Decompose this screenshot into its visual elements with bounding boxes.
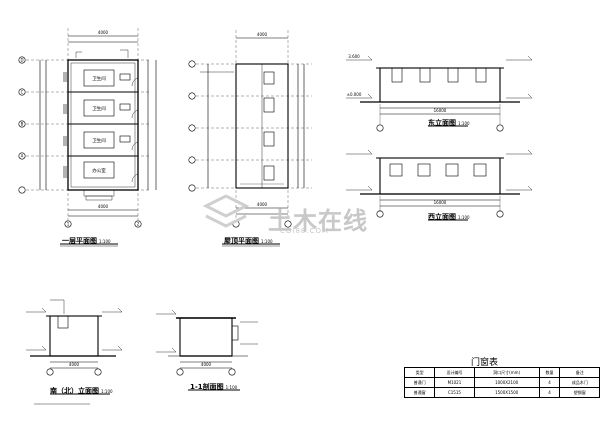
table-cell: C1515 bbox=[434, 387, 475, 398]
dim-label: 16000 bbox=[434, 108, 447, 113]
table-cell: 普通窗 bbox=[403, 387, 436, 398]
axis-label: 1 bbox=[67, 222, 70, 227]
dim-label: 4000 bbox=[98, 30, 109, 35]
dim-label: 4000 bbox=[257, 202, 268, 207]
door-schedule-table: 类型 设计编号 洞口尺寸(mm) 数量 备注 普通门 M1021 1000X21… bbox=[403, 367, 600, 398]
table-cell: 1500X1500 bbox=[473, 387, 540, 398]
dim-label: 4000 bbox=[98, 204, 109, 209]
south-north-elevation bbox=[26, 299, 123, 405]
table-row: 普通门 M1021 1000X2100 4 成品木门 bbox=[403, 377, 600, 388]
ground-floor-plan bbox=[18, 28, 157, 247]
dim-label: 4000 bbox=[257, 32, 268, 37]
dim-label: 4000 bbox=[201, 362, 212, 367]
title-text: 1-1剖面图 bbox=[190, 383, 224, 391]
title-text: 东立面图 bbox=[428, 119, 456, 127]
table-header-row: 类型 设计编号 洞口尺寸(mm) 数量 备注 bbox=[403, 367, 600, 378]
title-text: 一层平面图 bbox=[62, 237, 97, 245]
title-text: 南（北）立面图 bbox=[50, 387, 99, 395]
table-cell: 4 bbox=[538, 387, 561, 398]
level-label: 3.600 bbox=[348, 54, 360, 59]
axis-label: D bbox=[20, 58, 23, 63]
axis-label: C bbox=[21, 90, 24, 95]
table-header-cell: 备注 bbox=[559, 367, 600, 378]
scale-text: 1:100 bbox=[261, 239, 273, 244]
east-elevation bbox=[346, 55, 533, 132]
table-cell: 1000X2100 bbox=[473, 377, 540, 388]
watermark-text: 土木在线 bbox=[268, 207, 368, 235]
axis-label: B bbox=[21, 122, 24, 127]
table-cell: 塑钢窗 bbox=[559, 387, 600, 398]
table-row: 普通窗 C1515 1500X1500 4 塑钢窗 bbox=[403, 387, 600, 398]
table-header-cell: 类型 bbox=[403, 367, 436, 378]
table-header-cell: 数量 bbox=[538, 367, 561, 378]
table-cell: 4 bbox=[538, 377, 561, 388]
room-label: 卫生间 bbox=[92, 137, 106, 144]
table-cell: 成品木门 bbox=[559, 377, 600, 388]
scale-text: 1:100 bbox=[458, 121, 470, 126]
door-schedule-title: 门窗表 bbox=[471, 358, 499, 368]
title-text: 屋顶平面图 bbox=[224, 237, 259, 245]
west-elevation bbox=[346, 149, 533, 221]
scale-text: 1:100 bbox=[99, 239, 111, 244]
dim-label: 16000 bbox=[434, 200, 447, 205]
scale-text: 1:100 bbox=[101, 389, 113, 394]
level-label: ±0.000 bbox=[347, 92, 362, 97]
table-header-cell: 洞口尺寸(mm) bbox=[473, 367, 540, 378]
axis-label: 2 bbox=[137, 222, 140, 227]
room-label: 卫生间 bbox=[92, 105, 106, 112]
table-cell: 普通门 bbox=[403, 377, 436, 388]
dim-label: 4000 bbox=[69, 362, 80, 367]
axis-label: A bbox=[21, 154, 24, 159]
room-label: 卫生间 bbox=[92, 75, 106, 82]
watermark-subtext: COI88.COM bbox=[280, 227, 330, 235]
room-label: 办公室 bbox=[92, 167, 106, 174]
scale-text: 1:100 bbox=[458, 215, 470, 220]
watermark-logo bbox=[202, 194, 250, 228]
section-1-1 bbox=[156, 309, 258, 391]
title-text: 西立面图 bbox=[428, 213, 456, 221]
table-cell: M1021 bbox=[434, 377, 475, 388]
table-header-cell: 设计编号 bbox=[434, 367, 475, 378]
scale-text: 1:100 bbox=[225, 385, 238, 390]
